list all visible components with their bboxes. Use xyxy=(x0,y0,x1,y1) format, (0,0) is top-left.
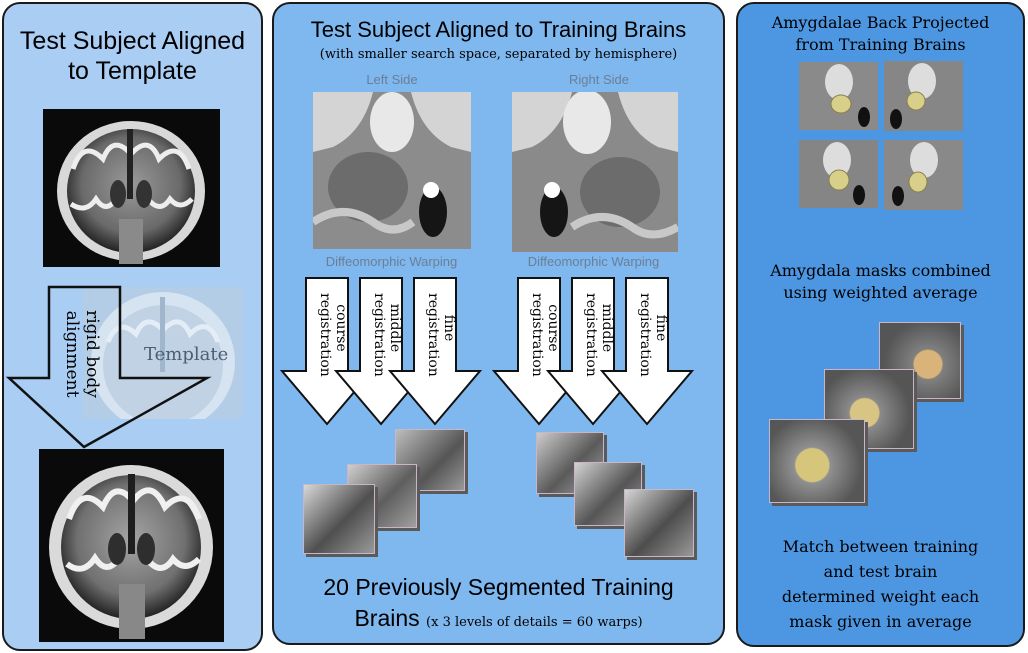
panel-left-title-line1: Test Subject Aligned xyxy=(19,27,246,55)
panel-left-title: Test Subject Aligned to Template xyxy=(4,26,261,86)
rigid-body-arrow-icon xyxy=(5,285,212,449)
rigid-body-alignment-label: rigid body alignment xyxy=(62,304,102,404)
arrow-label-line1: rigid body xyxy=(82,310,102,398)
match-line-3: determined weight each xyxy=(781,587,980,606)
arrow-course-line2: registration xyxy=(317,293,333,377)
right-registration-arrows-icon xyxy=(491,277,695,426)
arrow-course-label-left: course registration xyxy=(317,293,349,377)
arrow-middle-label-right: middle registration xyxy=(583,293,615,377)
template-scan xyxy=(83,287,243,419)
panel-right-title: Amygdalae Back Projected from Training B… xyxy=(738,12,1023,56)
test-subject-coronal-scan xyxy=(43,109,220,267)
arrow-fine-label-left: fine registration xyxy=(425,293,457,377)
right-side-label: Right Side xyxy=(569,72,629,87)
arrow-course-line1: course xyxy=(333,304,349,352)
arrow-middle-line1: middle xyxy=(387,303,403,353)
match-line-4: mask given in average xyxy=(789,612,972,631)
arrow-label-line2: alignment xyxy=(62,310,82,398)
arrow-fine-line1-right: fine xyxy=(653,314,669,342)
masks-combined-line2: using weighted average xyxy=(783,283,978,302)
aligned-subject-coronal-scan xyxy=(39,449,224,642)
arrow-fine-line2: registration xyxy=(425,293,441,377)
panel-amygdala-projection: Amygdalae Back Projected from Training B… xyxy=(736,2,1025,647)
amygdala-projection-scan xyxy=(799,62,878,130)
training-brains-word: Brains xyxy=(354,605,420,631)
masks-combined-text: Amygdala masks combined using weighted a… xyxy=(738,260,1023,304)
arrow-fine-line2-right: registration xyxy=(637,293,653,377)
training-brains-title-line1: 20 Previously Segmented Training xyxy=(323,574,674,600)
arrow-course-label-right: course registration xyxy=(529,293,561,377)
panel-right-title-line1: Amygdalae Back Projected xyxy=(771,13,990,32)
match-line-2: and test brain xyxy=(823,562,938,581)
arrow-fine-label-right: fine registration xyxy=(637,293,669,377)
amygdala-projection-scan xyxy=(799,140,878,208)
masks-combined-line1: Amygdala masks combined xyxy=(770,261,991,280)
training-brain-card xyxy=(303,484,375,554)
right-hemisphere-scan xyxy=(512,92,678,252)
warps-note: (x 3 levels of details = 60 warps) xyxy=(426,615,643,630)
training-brain-card xyxy=(624,489,694,557)
panel-middle-subtitle: (with smaller search space, separated by… xyxy=(319,47,678,62)
arrow-middle-line1-right: middle xyxy=(599,303,615,353)
arrow-middle-label-left: middle registration xyxy=(371,293,403,377)
template-label: Template xyxy=(144,344,229,365)
arrow-fine-line1: fine xyxy=(441,314,457,342)
training-brains-title-line2: Brains (x 3 levels of details = 60 warps… xyxy=(274,605,723,632)
left-hemisphere-scan xyxy=(313,92,471,249)
amygdala-projection-scan xyxy=(884,140,963,210)
left-registration-arrows-icon xyxy=(279,277,483,426)
diffeomorphic-warping-label-right: Diffeomorphic Warping xyxy=(527,254,660,269)
arrow-middle-line2-right: registration xyxy=(583,293,599,377)
panel-right-title-line2: from Training Brains xyxy=(795,35,966,54)
arrow-course-line1-right: course xyxy=(545,304,561,352)
weighted-mask-card xyxy=(769,419,865,503)
match-weight-text: Match between training and test brain de… xyxy=(738,534,1023,634)
panel-left-title-line2: to Template xyxy=(68,57,197,85)
amygdala-projection-scan xyxy=(884,61,963,131)
panel-middle-title: Test Subject Aligned to Training Brains xyxy=(310,17,687,42)
panel-training-alignment: Test Subject Aligned to Training Brains … xyxy=(272,2,725,645)
arrow-middle-line2: registration xyxy=(371,293,387,377)
panel-template-alignment: Test Subject Aligned to Template xyxy=(2,2,263,651)
arrow-course-line2-right: registration xyxy=(529,293,545,377)
diffeomorphic-warping-label-left: Diffeomorphic Warping xyxy=(325,254,458,269)
left-side-label: Left Side xyxy=(366,72,418,87)
match-line-1: Match between training xyxy=(782,537,979,556)
